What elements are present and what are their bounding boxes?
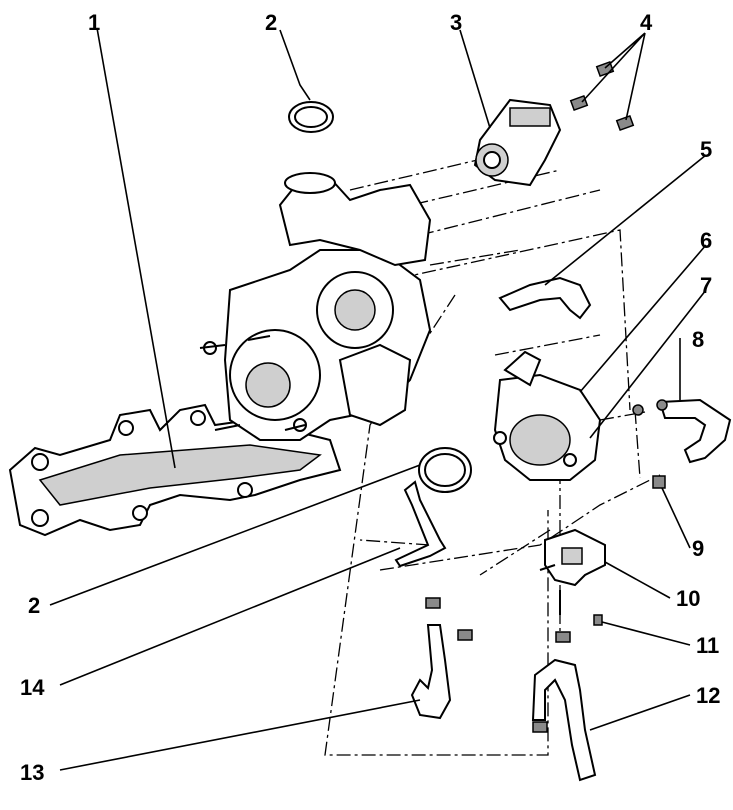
callout-11: 11 (696, 633, 719, 658)
callout-13: 13 (20, 760, 44, 785)
screw-11 (593, 614, 603, 626)
callout-12: 12 (696, 683, 720, 708)
callout-6: 6 (700, 228, 712, 253)
bent-pipe (658, 398, 732, 464)
clamp-d (532, 721, 548, 733)
clamp-c (555, 631, 571, 643)
callout-2-top: 2 (265, 10, 277, 35)
callout-14: 14 (20, 675, 45, 700)
turbocharger (199, 172, 432, 441)
pipe-clip (632, 404, 644, 416)
hose-12 (531, 658, 597, 782)
callout-10: 10 (676, 586, 700, 611)
clamp-b (457, 629, 473, 641)
screws-top (569, 60, 635, 132)
o-ring-lower-inner (424, 453, 466, 487)
boost-valve (473, 98, 562, 187)
solenoid-valve (539, 528, 606, 587)
o-ring-top-inner (294, 106, 328, 128)
pipe-nut (656, 399, 668, 411)
callout-5: 5 (700, 137, 712, 162)
callout-7: 7 (700, 273, 712, 298)
callout-2-lower: 2 (28, 593, 40, 618)
clip-9 (652, 475, 666, 489)
callout-3: 3 (450, 10, 462, 35)
bracket (394, 480, 447, 568)
callout-labels: 1 2 3 4 5 6 7 8 9 10 11 12 13 14 2 (20, 10, 720, 785)
hose-13 (410, 624, 452, 720)
callout-8: 8 (692, 327, 704, 352)
callout-4: 4 (640, 10, 653, 35)
leader-lines (49, 27, 707, 771)
callout-9: 9 (692, 536, 704, 561)
coolant-flange (493, 350, 602, 481)
callout-1: 1 (88, 10, 100, 35)
clamp-a (425, 597, 441, 609)
